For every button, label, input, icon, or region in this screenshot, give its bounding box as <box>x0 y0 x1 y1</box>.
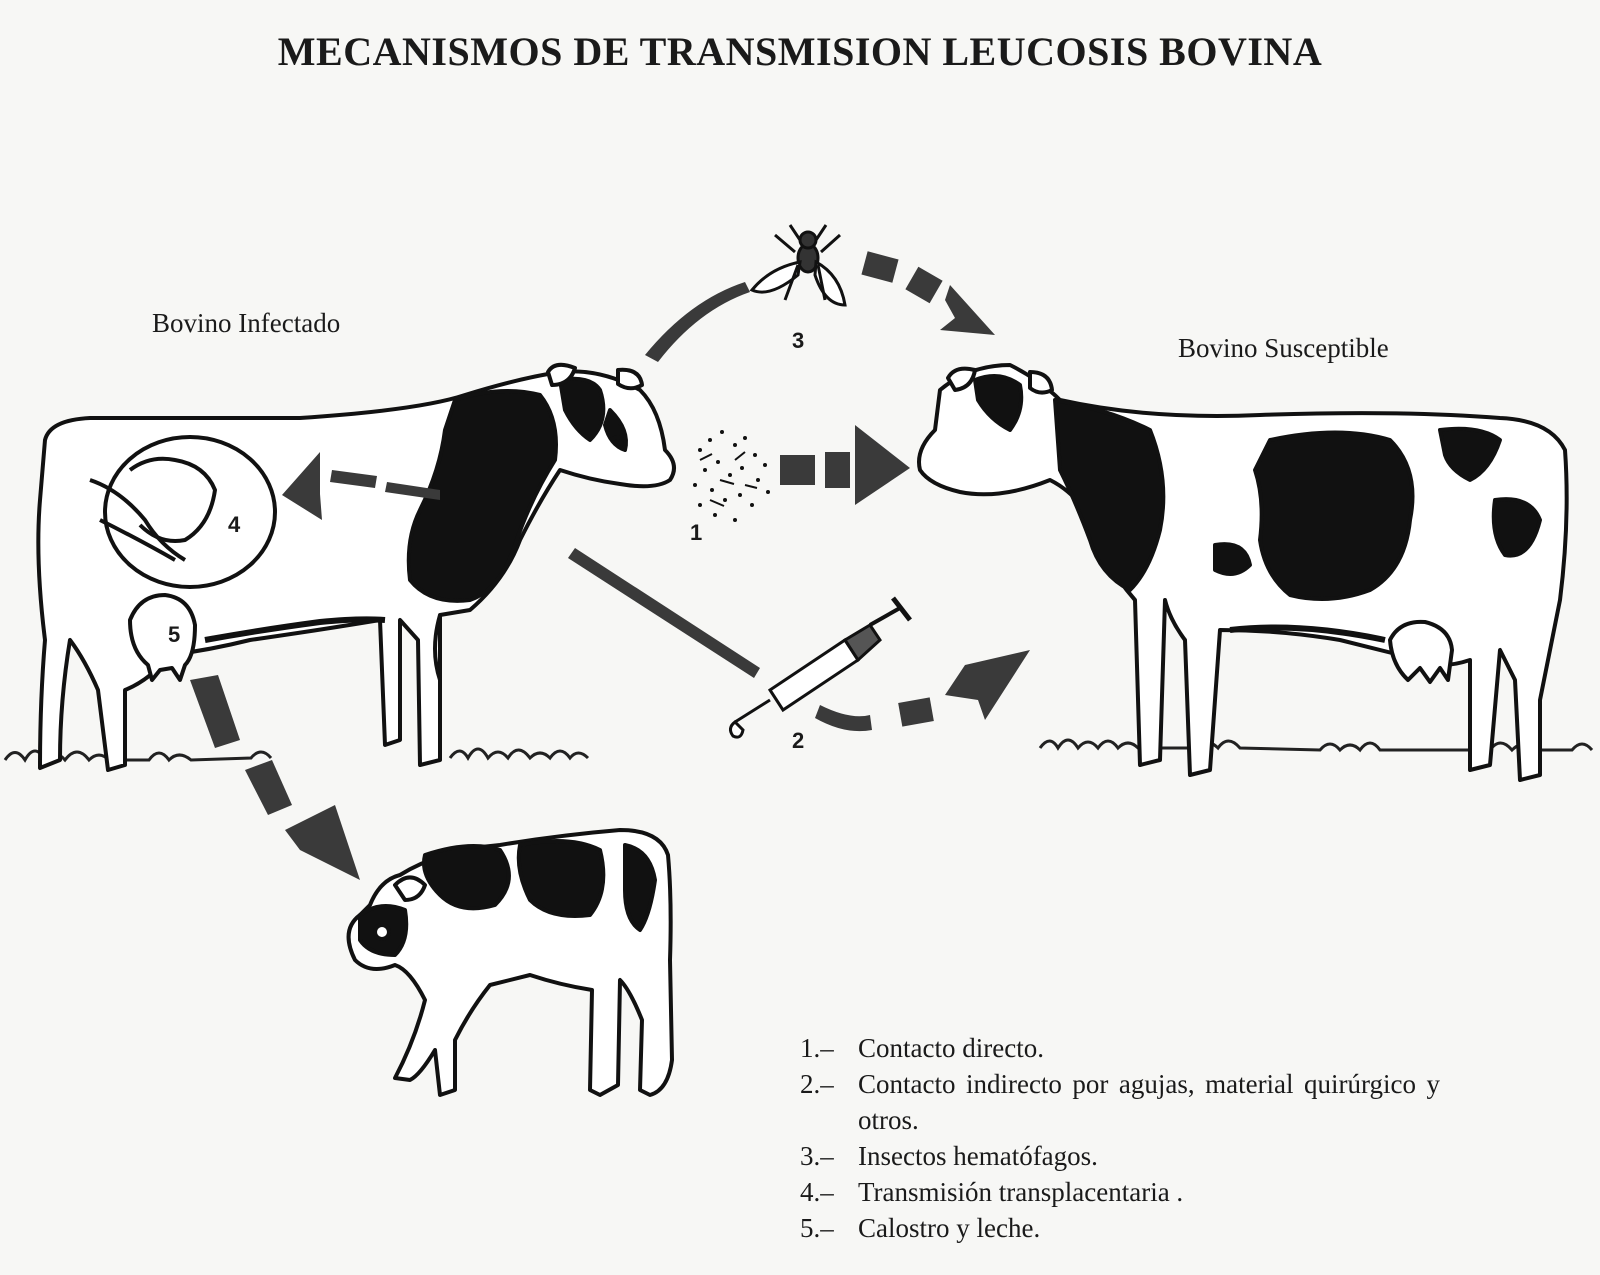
fly-icon <box>749 224 847 307</box>
marker-5: 5 <box>168 622 181 647</box>
legend-number: 2.– <box>800 1069 834 1099</box>
arrow-indirect-contact <box>568 548 1030 732</box>
legend-text: Transmisión transplacentaria . <box>858 1177 1184 1207</box>
legend-text: Contacto directo. <box>858 1033 1044 1063</box>
infected-cow-icon <box>36 362 676 772</box>
marker-3: 3 <box>792 328 805 353</box>
marker-4: 4 <box>228 512 241 537</box>
label-infected: Bovino Infectado <box>152 308 341 338</box>
legend-number: 4.– <box>800 1177 834 1207</box>
calf-icon <box>346 828 674 1097</box>
arrow-insects <box>645 251 995 362</box>
susceptible-cow-icon <box>917 363 1569 782</box>
grass-right <box>1038 738 1594 753</box>
legend-number: 5.– <box>800 1213 834 1243</box>
legend-text: Insectos hematófagos. <box>858 1141 1098 1171</box>
legend-item: 4.– Transmisión transplacentaria . <box>800 1174 1440 1210</box>
spray-icon <box>693 430 770 522</box>
arrow-direct-contact <box>780 425 910 505</box>
marker-2: 2 <box>792 728 805 753</box>
marker-1: 1 <box>690 520 703 545</box>
legend-item: 1.– Contacto directo. <box>800 1030 1440 1066</box>
grass-left <box>3 747 590 763</box>
legend-number: 1.– <box>800 1033 834 1063</box>
legend-text: Calostro y leche. <box>858 1213 1041 1243</box>
page-title: MECANISMOS DE TRANSMISION LEUCOSIS BOVIN… <box>277 29 1323 74</box>
legend-number: 3.– <box>800 1141 834 1171</box>
legend-item: 5.– Calostro y leche. <box>800 1210 1440 1246</box>
label-susceptible: Bovino Susceptible <box>1178 333 1389 363</box>
syringe-icon <box>728 596 912 739</box>
legend: 1.– Contacto directo. 2.– Contacto indir… <box>800 1030 1440 1246</box>
legend-text: Contacto indirecto por agujas, material … <box>858 1069 1440 1135</box>
legend-item: 3.– Insectos hematófagos. <box>800 1138 1440 1174</box>
arrow-transplacental <box>282 452 440 520</box>
legend-item: 2.– Contacto indirecto por agujas, mater… <box>800 1066 1440 1138</box>
arrow-colostrum-milk <box>190 675 360 880</box>
